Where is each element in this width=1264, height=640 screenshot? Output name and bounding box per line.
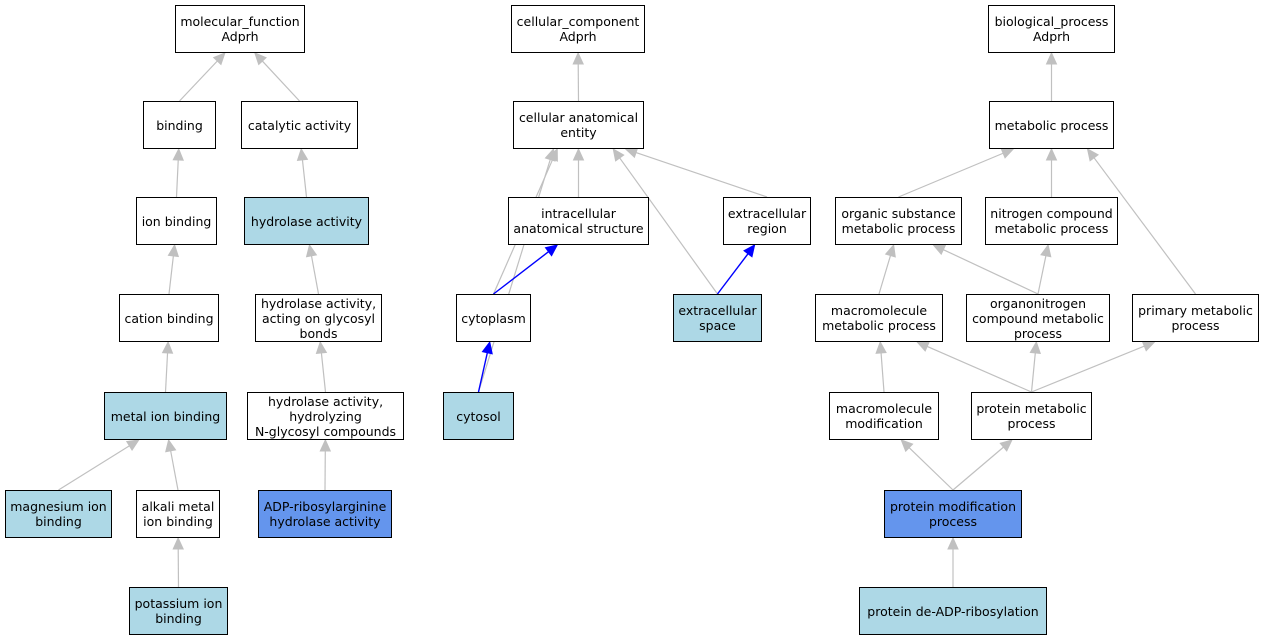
arrowhead-cytosol-to-cae	[544, 147, 556, 162]
arrowhead-hydrolase-to-catalytic	[296, 147, 309, 162]
edge-extracellular_space-to-extracellular_region	[716, 253, 749, 295]
node-cellular-anatomical-entity[interactable]: cellular anatomical entity	[513, 101, 644, 149]
node-cation-binding[interactable]: cation binding	[119, 294, 219, 342]
arrowhead-extracellular_space-to-extracellular_region	[743, 244, 756, 258]
node-organic-substance-metabolic[interactable]: organic substance metabolic process	[835, 197, 962, 245]
node-intracellular-anatomical-structure[interactable]: intracellular anatomical structure	[508, 197, 649, 245]
node-protein-de-adp-ribosylation[interactable]: protein de-ADP-ribosylation	[859, 587, 1047, 635]
arrowhead-nitrogen-to-metabolic	[1045, 147, 1058, 161]
node-hydrolase-glycosyl[interactable]: hydrolase activity, acting on glycosyl b…	[255, 294, 382, 342]
arrowhead-cae-to-cc_root	[572, 51, 584, 65]
node-extracellular-space[interactable]: extracellular space	[673, 294, 762, 342]
arrowhead-protein_met-to-primary	[1141, 340, 1156, 352]
node-adp-ribosylarginine-hydrolase[interactable]: ADP-ribosylarginine hydrolase activity	[258, 490, 392, 538]
edge-hydrolase-to-catalytic	[301, 159, 308, 198]
arrowhead-intracellular-to-cae	[572, 147, 585, 161]
node-magnesium-ion-binding[interactable]: magnesium ion binding	[5, 490, 112, 538]
arrowhead-metal_ion-to-cation_binding	[161, 340, 174, 354]
edge-protein_met-to-organonitrogen	[1030, 352, 1036, 393]
arrowhead-alkali-to-metal_ion	[165, 438, 177, 453]
arrowhead-protein_mod-to-macromolecule_mod	[900, 439, 914, 453]
edge-primary-to-metabolic	[1093, 157, 1196, 295]
arrowhead-potassium-to-alkali	[172, 536, 184, 550]
arrowhead-organonitrogen-to-nitrogen	[1040, 243, 1052, 258]
arrowhead-primary-to-metabolic	[1086, 148, 1100, 162]
edge-cytosol-to-cae	[477, 159, 551, 393]
node-hydrolase-n-glycosyl[interactable]: hydrolase activity, hydrolyzing N-glycos…	[247, 392, 404, 440]
node-nitrogen-compound-metabolic[interactable]: nitrogen compound metabolic process	[985, 197, 1118, 245]
edge-ion_binding-to-binding	[175, 159, 179, 198]
edge-protein_mod-to-protein_met	[952, 446, 1004, 491]
edge-organonitrogen-to-nitrogen	[1037, 255, 1047, 295]
arrowhead-protein_met-to-macromolecule_met	[916, 341, 930, 352]
edge-metal_ion-to-cation_binding	[164, 352, 169, 393]
arrowhead-extracellular_space-to-cae	[612, 148, 625, 162]
node-organonitrogen-compound-metabolic[interactable]: organonitrogen compound metabolic proces…	[966, 294, 1110, 342]
node-macromolecule-modification[interactable]: macromolecule modification	[829, 392, 939, 440]
node-extracellular-region[interactable]: extracellular region	[723, 197, 811, 245]
arrowhead-binding-to-mf_root	[212, 52, 226, 66]
node-cytosol[interactable]: cytosol	[443, 392, 514, 440]
node-biological-process-root[interactable]: biological_process Adprh	[988, 5, 1115, 53]
edge-binding-to-mf_root	[179, 60, 218, 102]
edge-extracellular_space-to-cae	[619, 157, 718, 295]
node-metabolic-process[interactable]: metabolic process	[989, 101, 1114, 149]
edge-protein_mod-to-macromolecule_mod	[908, 447, 954, 491]
arrowhead-cytosol-to-cytoplasm	[481, 340, 493, 355]
edge-protein_met-to-macromolecule_met	[926, 345, 1032, 393]
node-binding[interactable]: binding	[143, 101, 216, 149]
arrowhead-metabolic-to-bp_root	[1045, 51, 1058, 65]
node-macromolecule-metabolic[interactable]: macromolecule metabolic process	[815, 294, 943, 342]
arrowhead-ion_binding-to-binding	[172, 147, 184, 161]
arrowhead-hydrolase_glycosyl-to-hydrolase	[305, 243, 318, 258]
edge-catalytic-to-mf_root	[261, 60, 300, 102]
node-primary-metabolic[interactable]: primary metabolic process	[1132, 294, 1259, 342]
edge-alkali-to-metal_ion	[170, 450, 179, 491]
edge-hydrolase_nglycosyl-to-hydrolase_glycosyl	[320, 352, 327, 393]
edge-cytoplasm-to-intracellular	[493, 251, 549, 295]
arrowhead-protein_met-to-organonitrogen	[1029, 340, 1042, 355]
node-potassium-ion-binding[interactable]: potassium ion binding	[129, 587, 228, 635]
node-cytoplasm[interactable]: cytoplasm	[456, 294, 531, 342]
node-metal-ion-binding[interactable]: metal ion binding	[104, 392, 227, 440]
edge-protein_met-to-primary	[1031, 345, 1145, 393]
arrowhead-magnesium-to-metal_ion	[125, 439, 140, 451]
edge-cytosol-to-cytoplasm	[477, 352, 489, 393]
arrowhead-adp_hydrolase-to-hydrolase_nglycosyl	[319, 438, 332, 452]
arrowhead-hydrolase_nglycosyl-to-hydrolase_glycosyl	[315, 340, 328, 355]
node-protein-metabolic[interactable]: protein metabolic process	[971, 392, 1092, 440]
edge-macromolecule_met-to-organic	[878, 255, 892, 295]
node-hydrolase-activity[interactable]: hydrolase activity	[244, 197, 369, 245]
node-ion-binding[interactable]: ion binding	[136, 197, 217, 245]
edge-magnesium-to-metal_ion	[58, 445, 130, 491]
node-molecular-function-root[interactable]: molecular_function Adprh	[175, 5, 305, 53]
arrowhead-cation_binding-to-ion_binding	[167, 243, 180, 258]
arrowhead-protein_mod-to-protein_met	[999, 439, 1013, 452]
arrowhead-de_adp-to-protein_mod	[947, 536, 959, 550]
arrowhead-catalytic-to-mf_root	[254, 52, 267, 66]
edge-organonitrogen-to-organic	[943, 249, 1039, 295]
edge-extracellular_region-to-cae	[635, 151, 768, 198]
arrowhead-organic-to-metabolic	[1000, 148, 1015, 159]
node-catalytic-activity[interactable]: catalytic activity	[241, 101, 358, 149]
node-alkali-metal-ion-binding[interactable]: alkali metal ion binding	[136, 490, 220, 538]
arrowhead-macromolecule_met-to-organic	[884, 243, 896, 258]
arrowhead-macromolecule_mod-to-macromolecule_met	[875, 340, 887, 354]
arrowhead-organonitrogen-to-organic	[932, 244, 947, 256]
edge-hydrolase_glycosyl-to-hydrolase	[310, 255, 320, 295]
edge-cation_binding-to-ion_binding	[168, 255, 174, 295]
arrowhead-extracellular_region-to-cae	[624, 147, 639, 159]
arrowhead-cytoplasm-to-intracellular	[544, 244, 559, 257]
edge-organic-to-metabolic	[898, 152, 1004, 198]
edge-macromolecule_mod-to-macromolecule_met	[880, 352, 885, 393]
node-cellular-component-root[interactable]: cellular_component Adprh	[511, 5, 645, 53]
node-protein-modification-process[interactable]: protein modification process	[884, 490, 1022, 538]
